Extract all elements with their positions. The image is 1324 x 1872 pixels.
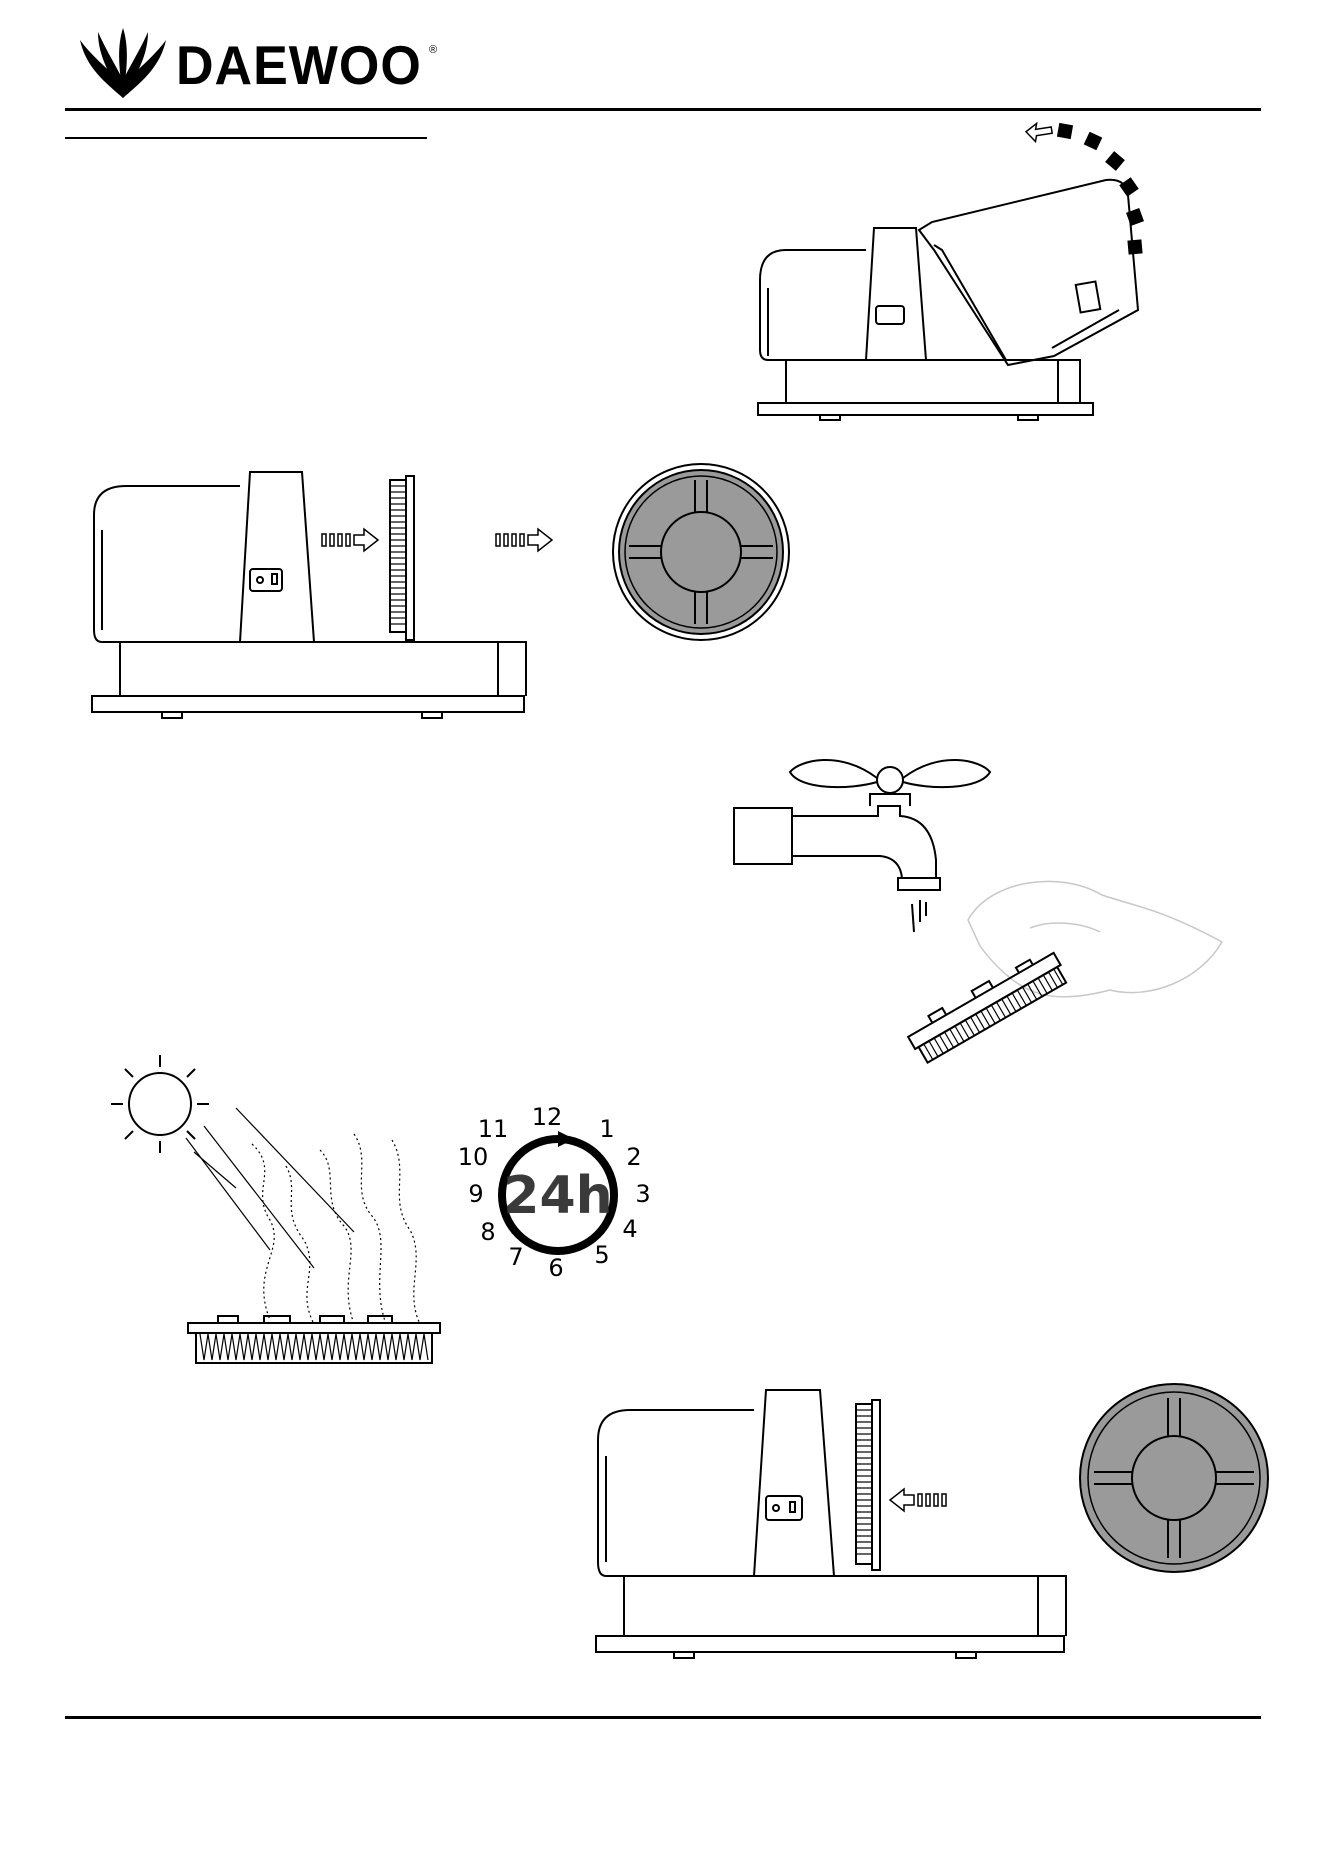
clock-number-9: 9 <box>468 1180 483 1208</box>
step-dry-illustration <box>100 1040 500 1380</box>
clock-cycle-icon: 24h 12 1 2 3 4 5 6 7 8 9 10 11 <box>450 1085 650 1285</box>
clock-number-6: 6 <box>548 1254 563 1282</box>
brand-name: DAEWOO <box>176 35 422 98</box>
footer-rule <box>65 1716 1261 1719</box>
section-underline <box>65 137 427 139</box>
clock-number-7: 7 <box>508 1243 523 1271</box>
header: DAEWOO ® <box>0 0 1324 115</box>
clock-number-2: 2 <box>626 1143 641 1171</box>
clock-number-8: 8 <box>480 1218 495 1246</box>
header-rule <box>65 108 1261 111</box>
clock-number-11: 11 <box>478 1115 509 1143</box>
step-reinsert-filter-illustration <box>594 1380 1274 1660</box>
water-tap-icon <box>734 760 990 932</box>
step-rinse-illustration <box>730 750 1250 1070</box>
registered-mark: ® <box>429 44 437 56</box>
clock-number-4: 4 <box>622 1215 637 1243</box>
step-remove-bowl-illustration <box>756 120 1156 420</box>
clock-number-3: 3 <box>635 1180 650 1208</box>
clock-number-5: 5 <box>594 1241 609 1269</box>
daewoo-fan-logo-icon <box>76 28 171 100</box>
sun-icon <box>111 1055 209 1153</box>
clock-number-10: 10 <box>458 1143 489 1171</box>
clock-number-1: 1 <box>599 1115 614 1143</box>
clock-number-12: 12 <box>532 1103 563 1131</box>
step-remove-filter-illustration <box>90 460 810 720</box>
timer-label: 24h <box>503 1166 612 1226</box>
dashed-arrow-icon <box>322 529 378 551</box>
